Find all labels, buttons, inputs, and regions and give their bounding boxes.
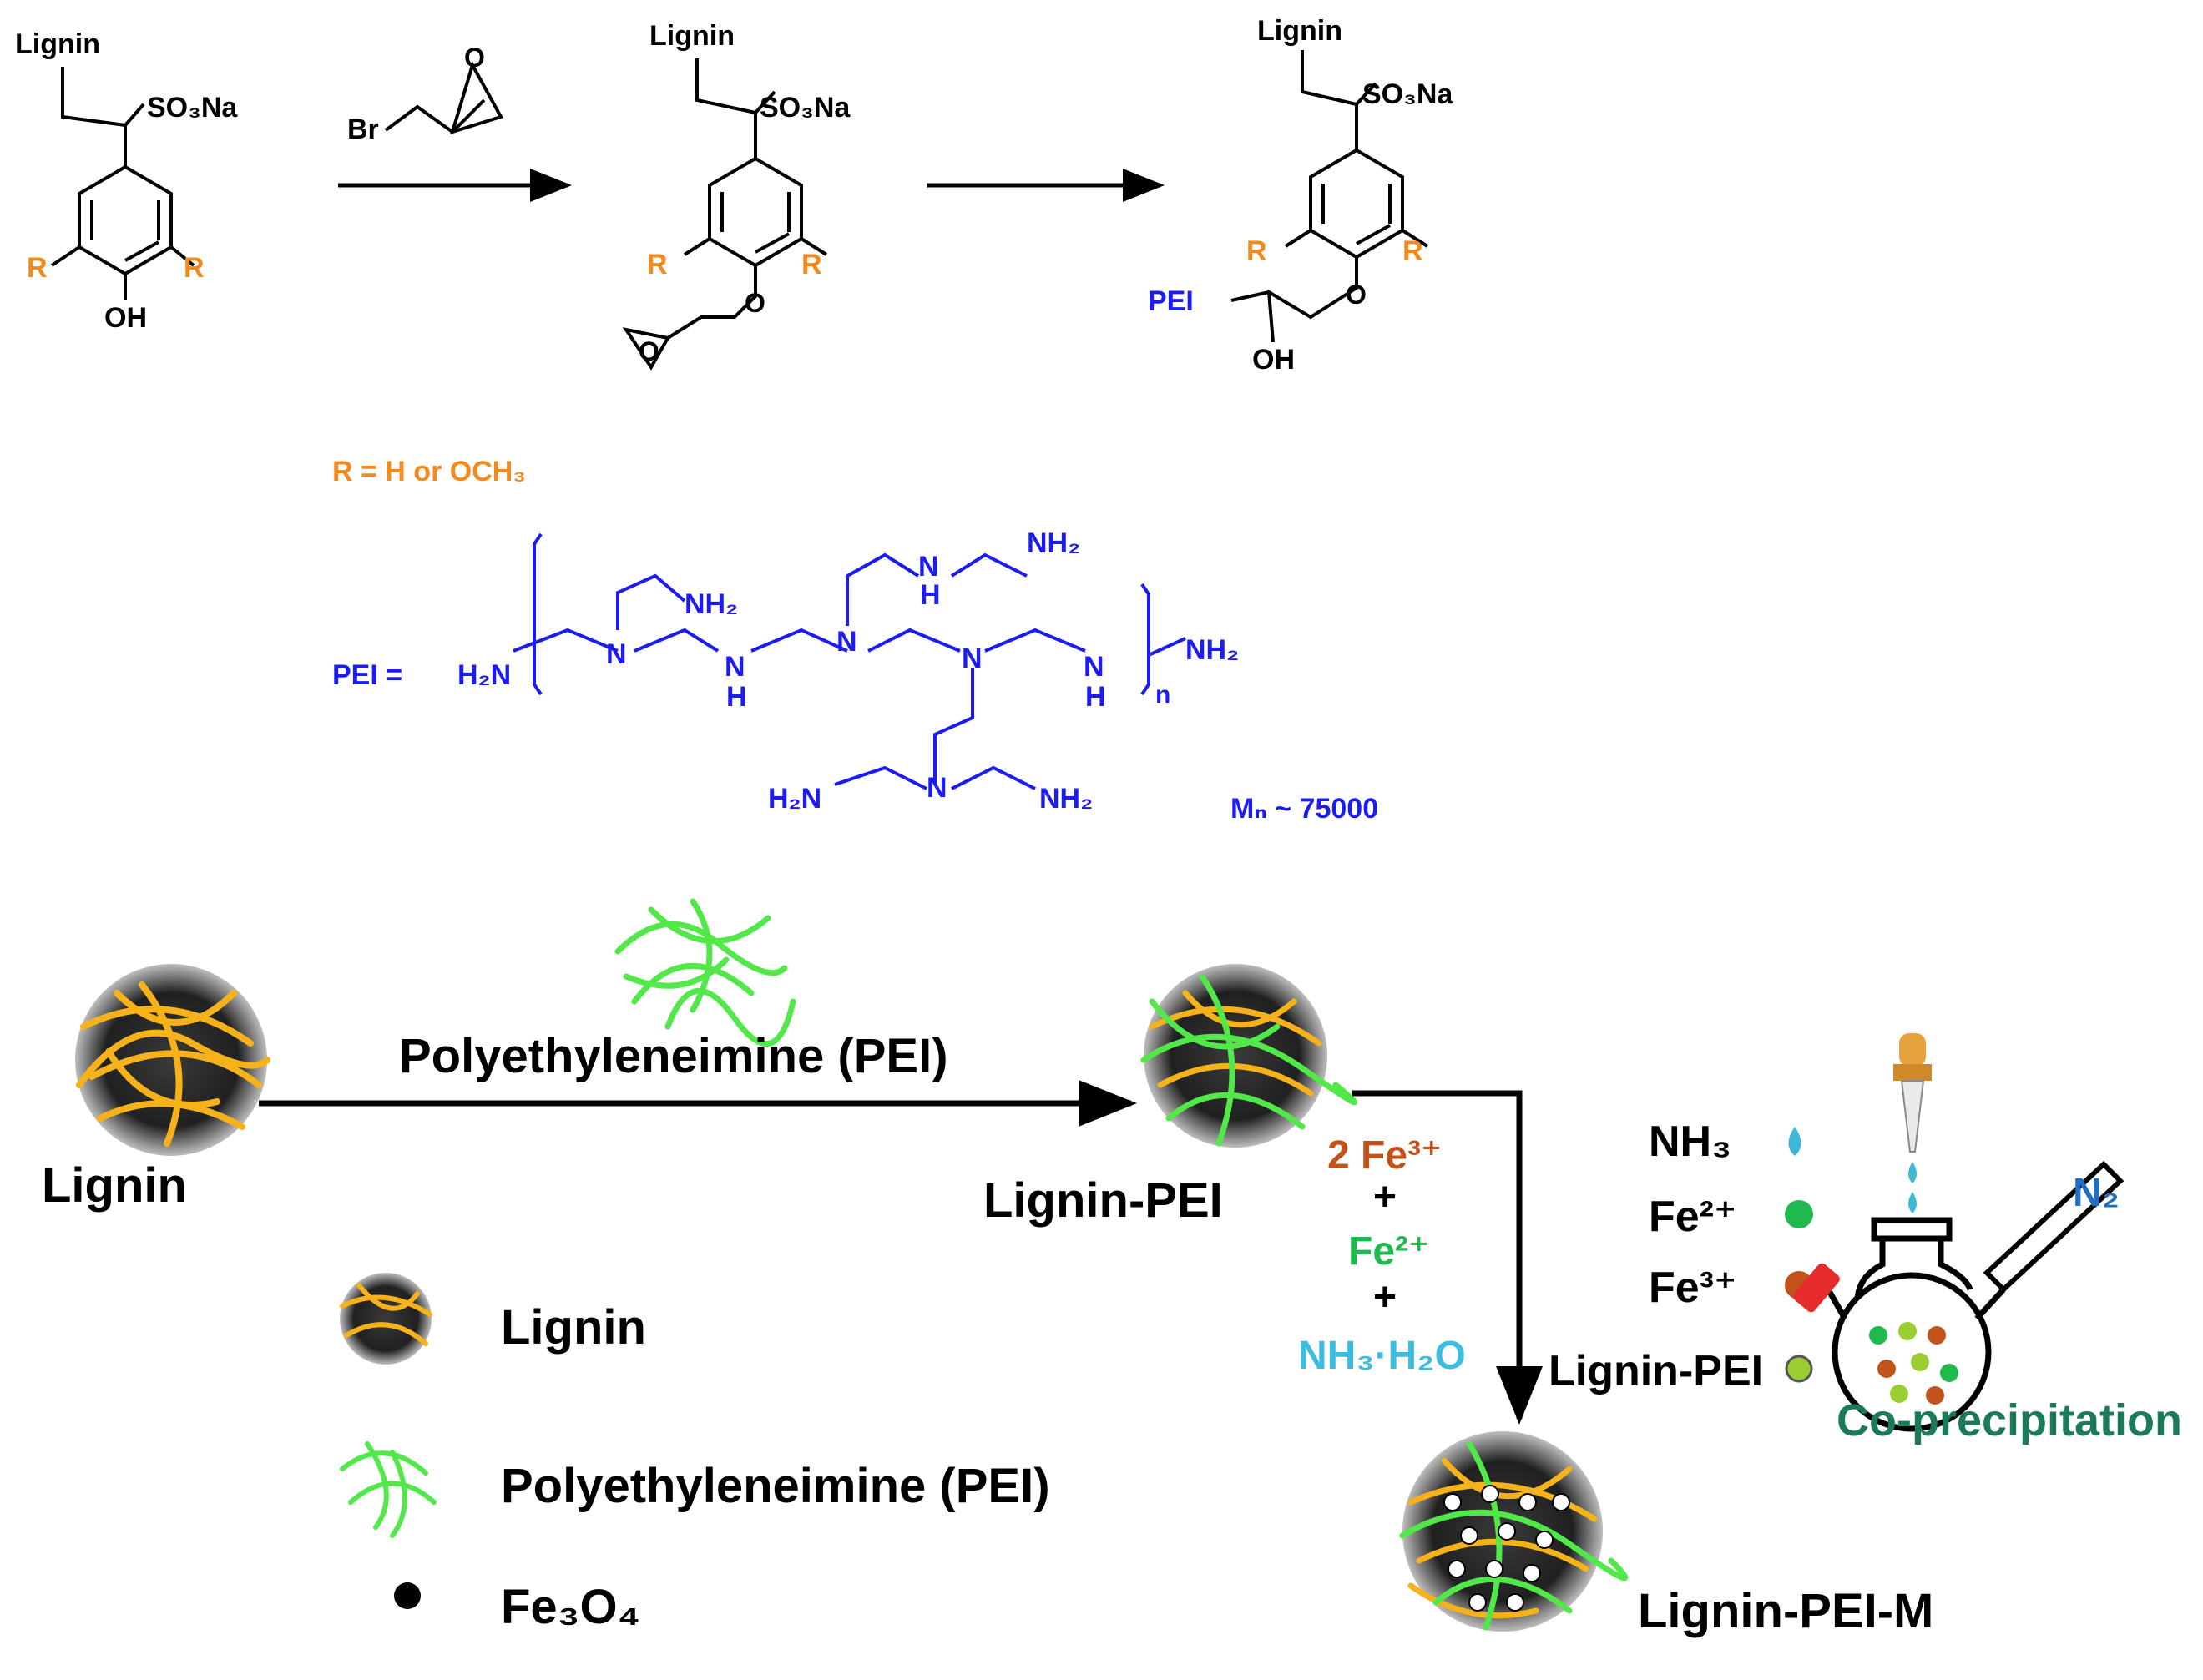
pei-h2n-left: H₂N [457,659,511,691]
arrow1-reagent-label: Polyethyleneimine (PEI) [399,1029,948,1083]
pei-repeat-subscript: n [1155,681,1170,709]
lignin-pei-particle [1140,964,1357,1148]
legend-lignin-icon [340,1273,432,1365]
lignin-particle [75,964,270,1156]
r-group-right-2: R [801,249,822,280]
r-group-right-3: R [1402,235,1423,267]
legend-fe3o4-label: Fe₃O₄ [501,1580,640,1634]
cop-n2-label: N₂ [2073,1171,2120,1215]
lignin-start-label: Lignin [42,1158,187,1213]
flask-contents [1869,1322,1958,1405]
r-group-left-3: R [1246,235,1267,267]
lignin-pei-label: Lignin-PEI [983,1173,1223,1228]
epoxide-o-label: O [464,43,485,73]
pei-attachment-label: PEI [1148,285,1194,317]
pei-n-3: N [962,643,983,674]
cop-title: Co-precipitation [1837,1395,2182,1445]
cop-lignin-pei-label: Lignin-PEI [1549,1347,1763,1395]
lignin-pei-m-particle [1399,1431,1629,1632]
dropper-icon [1893,1033,1932,1213]
cop-fe3-label: Fe³⁺ [1649,1264,1736,1312]
r-group-definition: R = H or OCH₃ [332,456,526,487]
pei-n-1: N [606,638,627,670]
product-label: Lignin-PEI-M [1638,1584,1933,1638]
pei-nh2-top-left: NH₂ [685,588,738,620]
lignin-chain-label-2: Lignin [649,20,735,52]
legend-pei-label: Polyethyleneimine (PEI) [501,1459,1050,1513]
cop-fe2-label: Fe²⁺ [1649,1193,1736,1241]
r-group-right-1: R [184,252,205,284]
pei-nh-2-n: N [1084,651,1104,683]
pei-nh2-end: NH₂ [1185,634,1239,666]
pei-nh-1-n: N [725,651,745,683]
reagent-fe3-label: 2 Fe³⁺ [1327,1133,1442,1178]
flask-stopper [1793,1263,1840,1313]
lignin-phenol-structure [50,67,195,300]
n2-inlet-tube [1983,1160,2125,1294]
reagent-br-label: Br [347,114,379,145]
pei-nh-1-h: H [726,681,747,713]
reagent-plus-2: + [1373,1275,1397,1319]
pei-nh2-bottom: NH₂ [1039,783,1093,815]
cop-nh3-label: NH₃ [1649,1117,1731,1166]
hydroxyl-label-1: OH [104,302,147,334]
lignin-pei-ether-structure [1230,50,1429,343]
legend-fe3o4-icon [394,1582,421,1609]
sulfonate-label-1: SO₃Na [147,92,238,124]
pei-nh-2-h: H [1085,681,1106,713]
pei-n-4: N [927,772,947,804]
sulfonate-label-2: SO₃Na [760,92,851,124]
process-arrow-2 [1352,1090,1543,1425]
epoxide-o-label-2: O [639,336,659,366]
pei-nh2-top-right: NH₂ [1027,527,1080,559]
pei-h2n-bottom: H₂N [768,783,821,815]
water-drop-icon [1788,1127,1801,1156]
ether-o-label-3: O [1346,280,1367,310]
reagent-plus-1: + [1373,1175,1397,1219]
reagent-nh3-label: NH₃·H₂O [1298,1334,1466,1378]
three-neck-flask-icon [1825,1217,2006,1432]
reagent-fe2-label: Fe²⁺ [1348,1229,1429,1274]
legend-lignin-label: Lignin [501,1300,646,1355]
ether-o-label-2: O [745,288,765,318]
pei-molecular-weight: Mₙ ~ 75000 [1230,793,1378,825]
pei-prefix-label: PEI = [332,659,402,691]
sulfonate-label-3: SO₃Na [1362,78,1453,110]
pei-nh-top-h: H [920,579,941,611]
glycidyl-ether-structure [622,58,828,371]
lignin-pei-dot-icon [1785,1355,1813,1383]
r-group-left-1: R [27,252,48,284]
lignin-chain-label-3: Lignin [1257,15,1342,47]
lignin-chain-label-1: Lignin [15,28,100,60]
pei-nh-top-n: N [918,551,939,583]
fe2-dot-icon [1785,1200,1813,1228]
r-group-left-2: R [647,249,668,280]
epibromohydrin-reagent [384,60,503,135]
hydroxyl-label-3: OH [1252,344,1295,376]
pei-fiber-cluster-reagent [614,898,796,1047]
pei-n-2: N [836,626,857,658]
legend-pei-icon [340,1441,437,1538]
pei-structure [513,532,1186,790]
